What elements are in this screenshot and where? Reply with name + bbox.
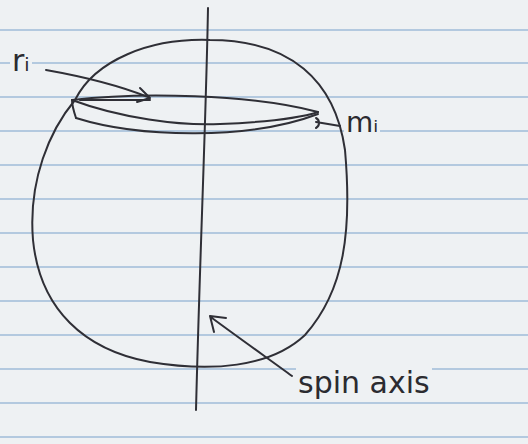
spin-axis-line: [196, 8, 208, 410]
ring-top: [72, 96, 318, 112]
radius-label: rᵢ: [10, 44, 32, 77]
mass-label: mᵢ: [344, 108, 380, 139]
axis-label: spin axis: [296, 366, 432, 399]
mass-leader-line: [316, 118, 340, 128]
ring-middle: [72, 100, 318, 124]
ring-edge: [72, 100, 76, 118]
ruled-lines: [0, 30, 528, 437]
radius-leader-arrow: [46, 70, 150, 102]
sphere-outline: [32, 40, 347, 367]
axis-leader-arrow: [210, 316, 292, 376]
ring-bottom: [76, 114, 318, 133]
